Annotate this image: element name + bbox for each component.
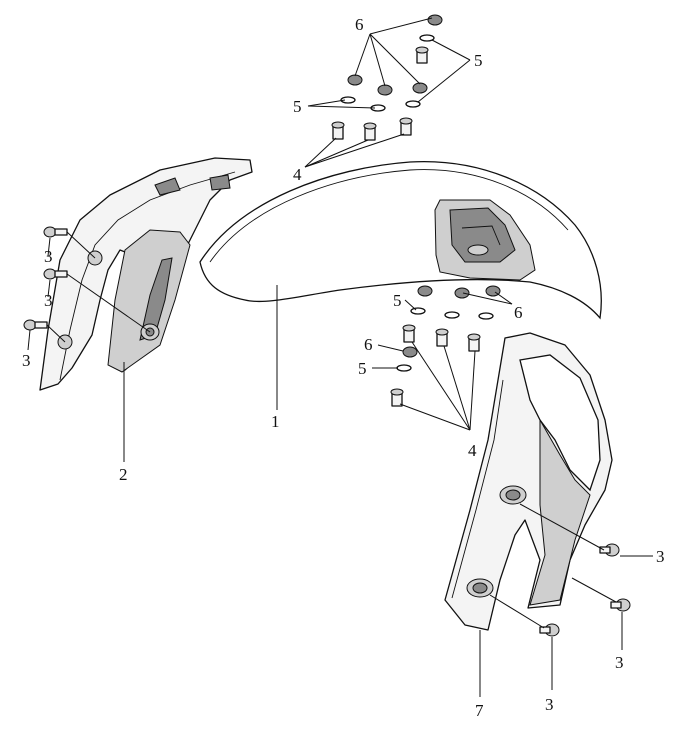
callout-5-top-left: 5 [293,97,302,116]
callout-3-b: 3 [44,291,53,310]
callout-3-c: 3 [22,351,31,370]
mid-fastener-cluster [390,285,501,407]
callout-5-left: 5 [358,359,367,378]
top-fastener-cluster [331,14,443,141]
callout-3-a: 3 [44,247,53,266]
callout-5-top-right: 5 [474,51,483,70]
callout-3-e: 3 [615,653,624,672]
callout-4-top: 4 [293,165,302,184]
callout-6-mid: 6 [514,303,523,322]
callout-6-top: 6 [355,15,364,34]
leader-lines [27,17,653,697]
callout-4-bottom: 4 [468,441,477,460]
left-fork-cover [39,157,253,391]
bolt-3-f [539,623,560,637]
callout-7: 7 [475,701,484,720]
callout-3-f: 3 [545,695,554,714]
bolt-3-b [43,268,68,280]
callout-2: 2 [119,465,128,484]
callout-labels: 6 5 5 4 3 3 3 2 1 5 6 6 5 4 3 3 3 7 [22,15,665,720]
callout-3-d: 3 [656,547,665,566]
callout-1: 1 [271,412,280,431]
callout-6-left: 6 [364,335,373,354]
bolt-3-d [599,543,620,557]
callout-5-mid: 5 [393,291,402,310]
front-fender [199,160,602,320]
bolt-3-a [43,226,68,238]
right-fork-cover [444,332,613,631]
bolt-3-e [610,598,631,612]
bolt-3-c [23,319,48,331]
